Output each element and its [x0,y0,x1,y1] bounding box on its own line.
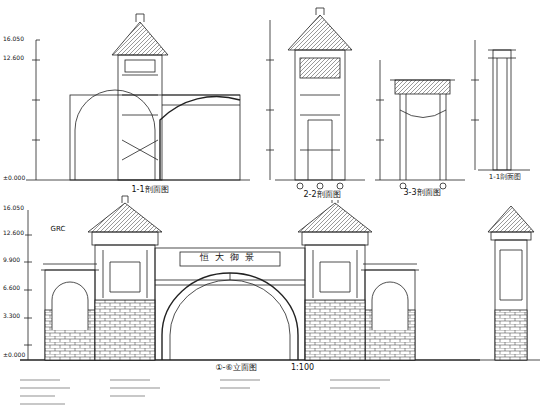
drawing-title: 1-1剖面图 [130,186,169,195]
section-1-1 [20,14,250,180]
elevation-mark: 16.050 [2,205,25,212]
elevation-mark: 3.300 [2,313,21,320]
section-2-2 [266,8,365,189]
elevation-mark: 12.600 [2,55,25,62]
drawing-title: 1-1剖面图 [488,174,522,182]
section-detail [471,40,530,170]
sign-text: 恒大御景 [199,253,261,263]
elevation-mark: 6.600 [2,285,21,292]
drawing-title: 3-3剖面图 [402,189,441,198]
elevation-mark: ±0.000 [2,352,26,359]
elevation-mark: 16.050 [2,36,25,43]
elevation-mark: ±0.000 [2,175,26,182]
drawing-title: 1:100 [290,364,315,373]
elevation-mark: GRC [50,226,67,234]
drawing-title: ①-⑥立面图 [214,364,257,373]
elevation-mark: 12.600 [2,230,25,237]
drawing-title: 2-2剖面图 [302,191,341,200]
elevation-mark: 9.900 [2,257,21,264]
section-3-3 [375,60,465,189]
notes [20,380,390,404]
main-elevation [20,196,540,360]
